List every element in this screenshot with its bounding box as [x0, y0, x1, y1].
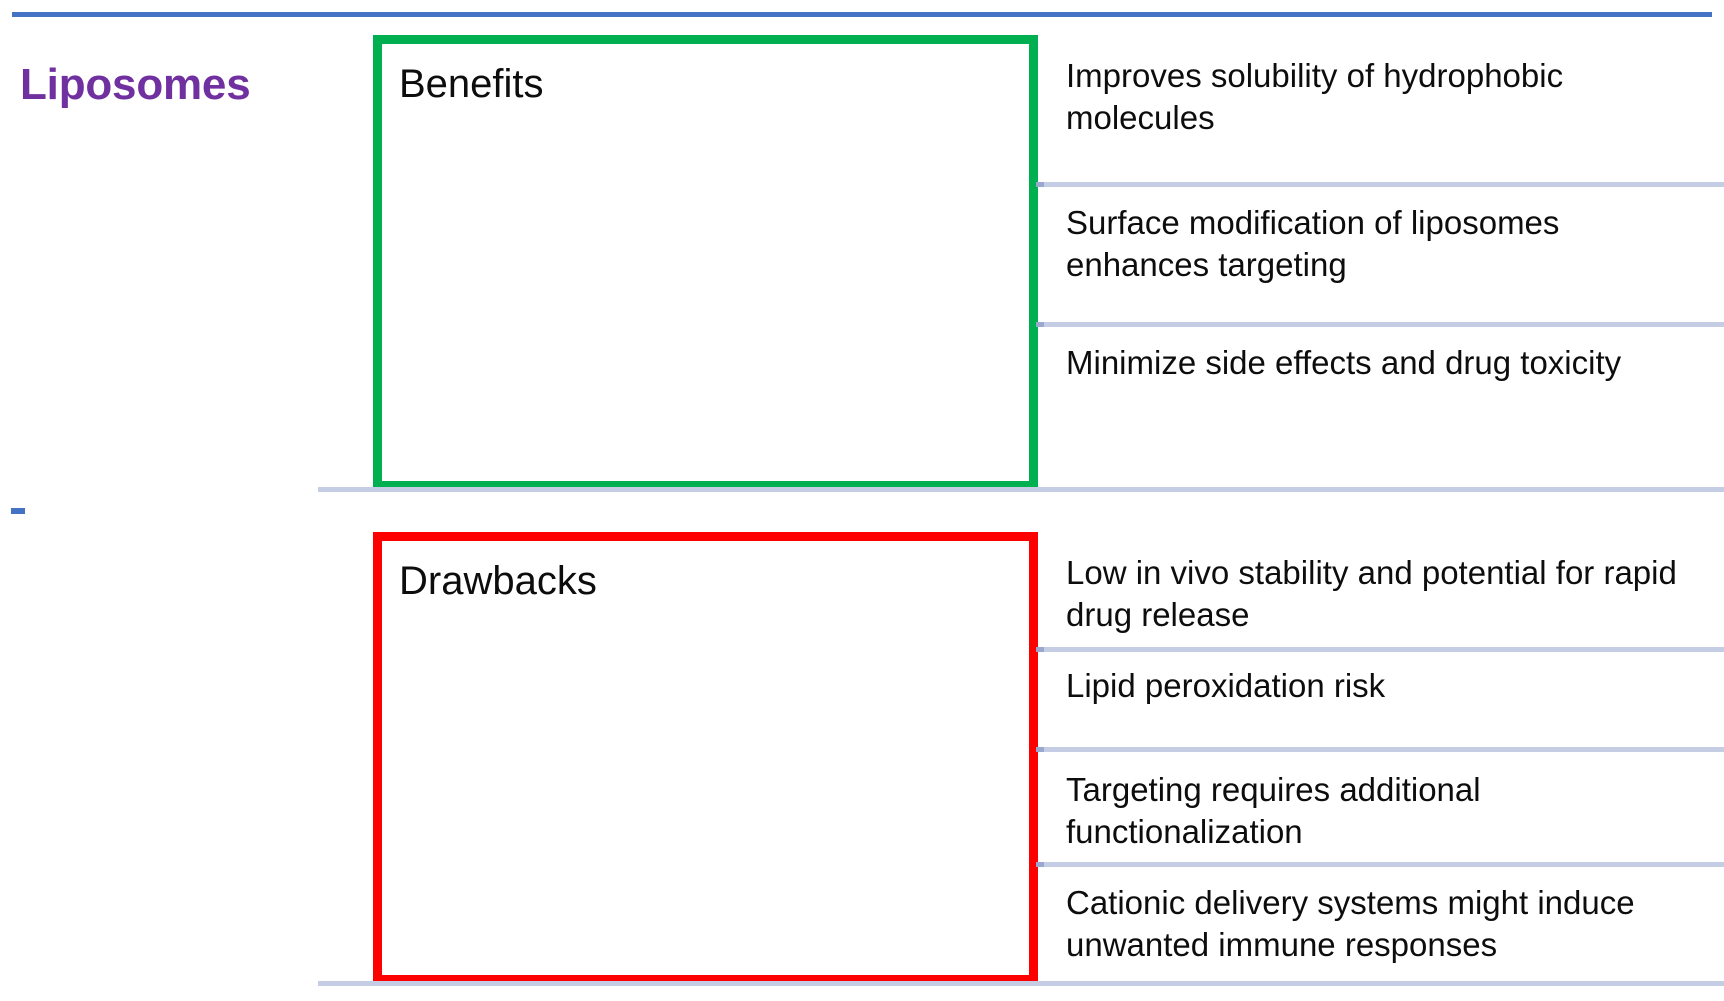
drawbacks-item-list: Low in vivo stability and potential for … — [1036, 532, 1724, 982]
list-item-text: Improves solubility of hydrophobic molec… — [1066, 57, 1564, 136]
list-item-text: Lipid peroxidation risk — [1066, 667, 1386, 704]
divider-tick — [1036, 747, 1044, 752]
left-margin-tick — [11, 508, 25, 514]
list-item-text: Surface modification of liposomes enhanc… — [1066, 204, 1560, 283]
drawbacks-box: Drawbacks — [373, 532, 1038, 984]
divider-tick — [1036, 647, 1044, 652]
divider-tick — [1036, 322, 1044, 327]
list-item-text: Low in vivo stability and potential for … — [1066, 554, 1677, 633]
list-item: Minimize side effects and drug toxicity — [1036, 322, 1724, 487]
drawbacks-label: Drawbacks — [399, 559, 597, 603]
divider-tick — [1036, 862, 1044, 867]
list-item: Lipid peroxidation risk — [1036, 647, 1724, 747]
divider-tick — [1036, 182, 1044, 187]
list-item: Low in vivo stability and potential for … — [1036, 532, 1724, 647]
benefits-box: Benefits — [373, 35, 1038, 490]
list-item: Targeting requires additional functional… — [1036, 747, 1724, 862]
benefits-item-list: Improves solubility of hydrophobic molec… — [1036, 35, 1724, 487]
list-item-text: Targeting requires additional functional… — [1066, 771, 1481, 850]
list-item-text: Cationic delivery systems might induce u… — [1066, 884, 1635, 963]
item-divider — [1036, 747, 1724, 752]
item-divider — [1036, 862, 1724, 867]
list-item: Improves solubility of hydrophobic molec… — [1036, 35, 1724, 182]
item-divider — [1036, 322, 1724, 327]
list-item: Cationic delivery systems might induce u… — [1036, 862, 1724, 982]
item-divider — [1036, 182, 1724, 187]
page-title: Liposomes — [20, 60, 251, 110]
list-item-text: Minimize side effects and drug toxicity — [1066, 344, 1622, 381]
top-accent-rule — [12, 12, 1712, 17]
benefits-label: Benefits — [399, 62, 544, 106]
item-divider — [1036, 647, 1724, 652]
drawbacks-base-rule — [318, 981, 1724, 986]
list-item: Surface modification of liposomes enhanc… — [1036, 182, 1724, 322]
benefits-base-rule — [318, 487, 1724, 492]
